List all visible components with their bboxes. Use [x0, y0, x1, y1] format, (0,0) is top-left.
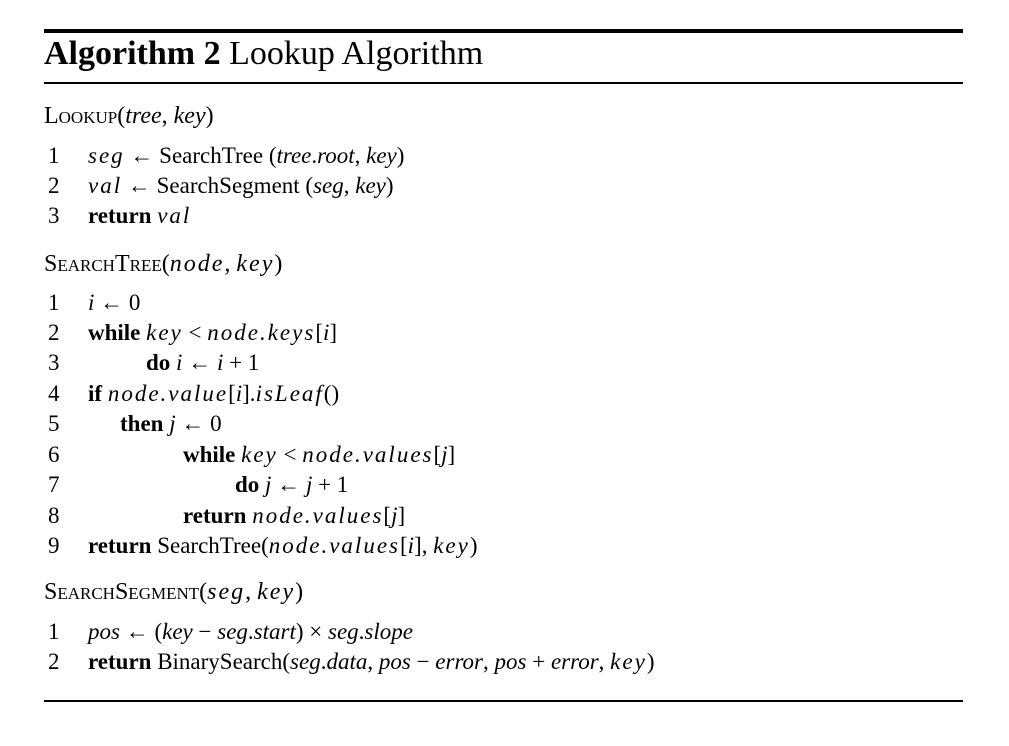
line-number: 1: [48, 290, 60, 315]
line-number: 3: [48, 350, 60, 375]
line-number: 6: [48, 442, 60, 467]
code-text: return node.values[j]: [183, 503, 406, 528]
procedure-header-searchtree: SearchTree(node, key): [44, 251, 283, 277]
code-text: do j ← j + 1: [235, 472, 349, 497]
line-number: 2: [48, 320, 60, 345]
line-number: 3: [48, 203, 60, 228]
procedure-header-searchsegment: SearchSegment(seg, key): [44, 579, 304, 605]
line-number: 9: [48, 533, 60, 558]
code-text: while key < node.values[j]: [183, 442, 456, 467]
top-rule: [44, 29, 963, 33]
code-text: while key < node.keys[i]: [88, 320, 338, 345]
line-number: 4: [48, 381, 60, 406]
code-text: then j ← 0: [120, 411, 222, 436]
line-number: 2: [48, 649, 60, 674]
code-text: return val: [88, 203, 192, 228]
line-number: 1: [48, 143, 60, 168]
code-text: seg ← SearchTree (tree.root, key): [88, 143, 405, 168]
line-number: 7: [48, 472, 60, 497]
line-number: 2: [48, 173, 60, 198]
caption-rule: [44, 82, 963, 84]
algorithm-title: Lookup Algorithm: [229, 35, 484, 72]
bottom-rule: [44, 700, 963, 702]
code-text: if node.value[i].isLeaf(): [88, 381, 340, 406]
line-number: 8: [48, 503, 60, 528]
code-text: return BinarySearch(seg.data, pos − erro…: [88, 649, 655, 674]
code-text: i ← 0: [88, 290, 141, 315]
line-number: 5: [48, 411, 60, 436]
algorithm-caption: Algorithm 2 Lookup Algorithm: [44, 34, 483, 74]
procedure-name: SearchTree: [44, 251, 162, 277]
line-number: 1: [48, 619, 60, 644]
procedure-name: Lookup: [44, 103, 118, 129]
procedure-name: SearchSegment: [44, 579, 200, 605]
procedure-header-lookup: Lookup(tree, key): [44, 103, 214, 129]
code-text: pos ← (key − seg.start) × seg.slope: [88, 619, 413, 644]
code-text: return SearchTree(node.values[i], key): [88, 533, 478, 558]
code-text: val ← SearchSegment (seg, key): [88, 173, 394, 198]
algorithm-label: Algorithm 2: [44, 35, 221, 72]
code-text: do i ← i + 1: [146, 350, 260, 375]
